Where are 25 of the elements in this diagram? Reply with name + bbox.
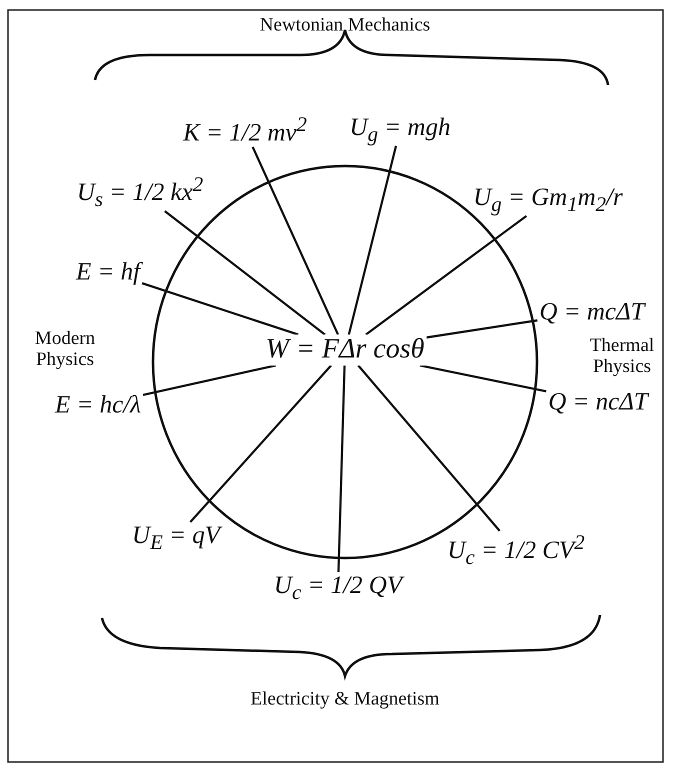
topic-label: Newtonian Mechanics — [260, 16, 430, 36]
equation: K = 1/2 mv$^{2}$ — [181, 113, 309, 147]
equation: U$_{E}$ = qV — [130, 522, 222, 554]
spoke-line — [337, 365, 346, 572]
topic-label: Modern Physics — [34, 329, 96, 371]
spoke-line — [420, 364, 546, 392]
spoke-line — [348, 146, 398, 335]
spoke-line — [252, 146, 339, 336]
equation: U$_{g}$ = Gm$_{1}$m$_{2}$/r — [471, 184, 625, 216]
spoke-line — [164, 210, 326, 336]
spoke-line — [365, 215, 528, 336]
equation: E = hc/λ — [53, 391, 143, 419]
equation: U$_{g}$ = mgh — [348, 114, 452, 146]
equation: U$_{c}$ = 1/2 QV — [272, 572, 404, 604]
equation: U$_{s}$ = 1/2 kx$^{2}$ — [74, 172, 206, 212]
equation: U$_{c}$ = 1/2 CV$^{2}$ — [445, 530, 587, 570]
spoke-line — [357, 364, 500, 532]
equation: E = hf — [74, 258, 142, 286]
spoke-line — [190, 364, 332, 523]
equation: Q = mcΔT — [537, 298, 647, 326]
spoke-line — [142, 282, 299, 336]
spoke-line — [142, 364, 276, 396]
equation: Q = ncΔT — [546, 388, 650, 416]
topic-label: Thermal Physics — [588, 336, 656, 378]
topic-label: Electricity & Magnetism — [250, 690, 440, 710]
